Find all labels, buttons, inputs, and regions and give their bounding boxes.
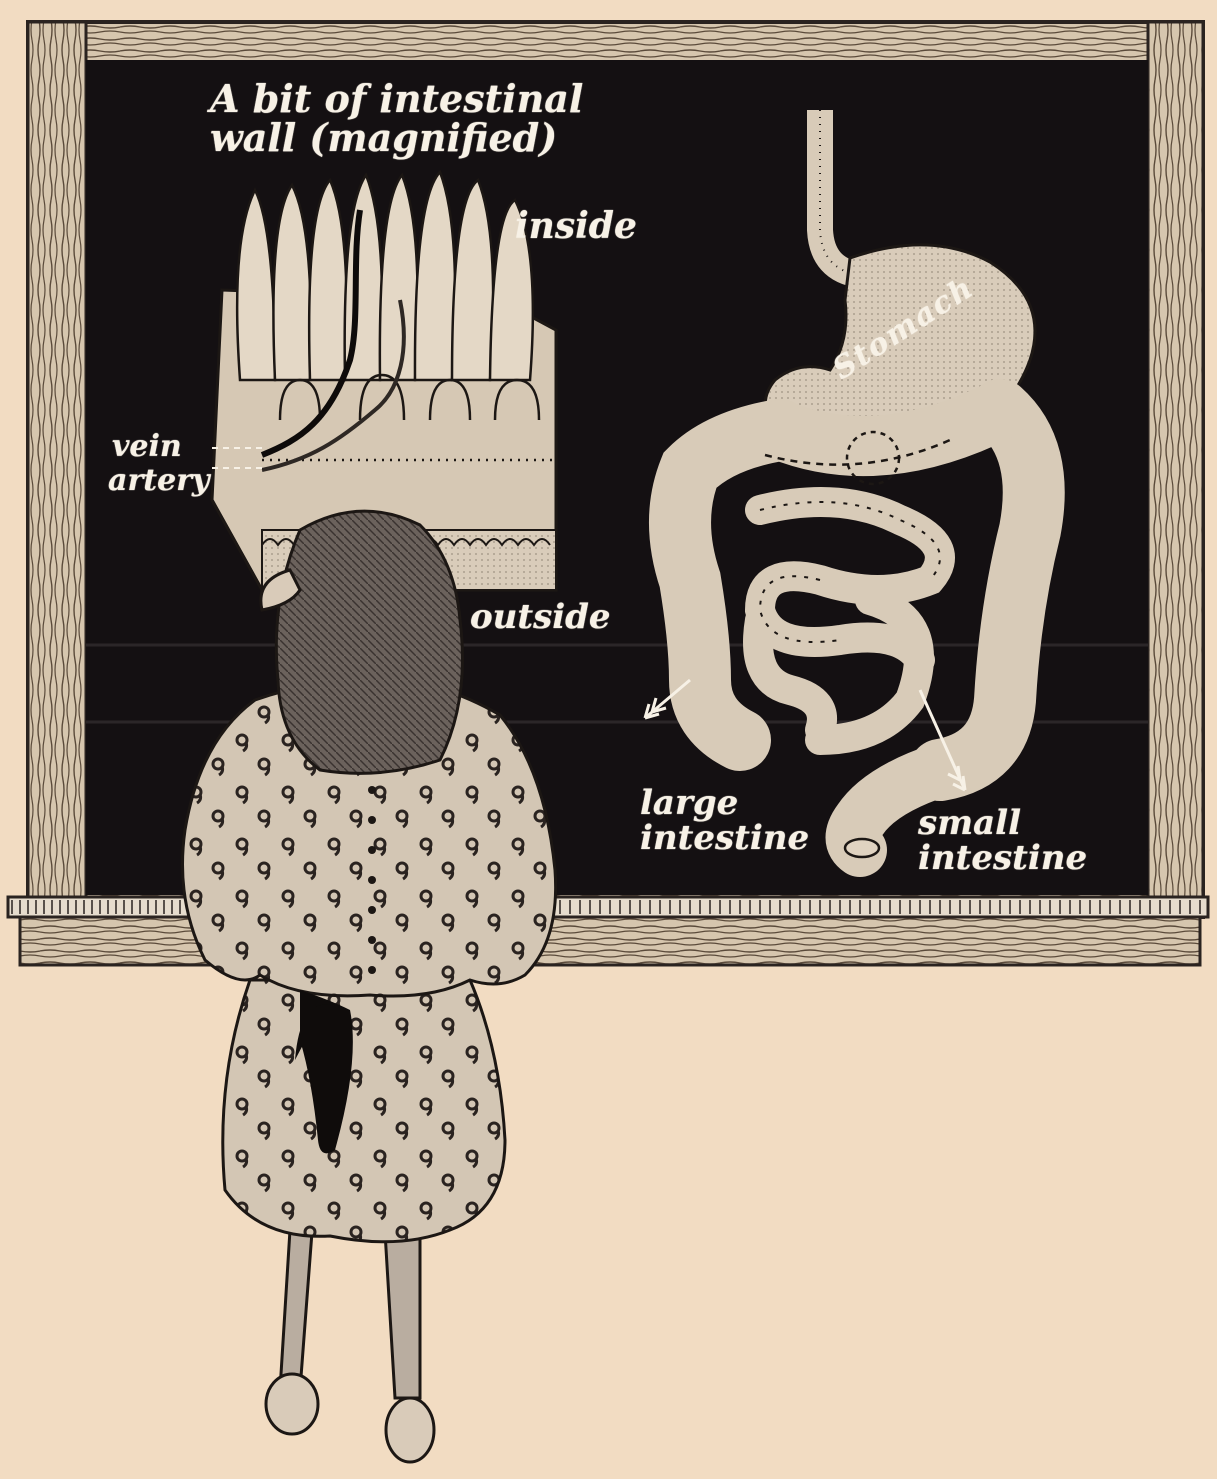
label-small-intestine: small intestine xyxy=(918,806,1087,875)
label-artery: artery xyxy=(108,466,209,497)
label-vein: vein xyxy=(112,432,182,463)
label-inside: inside xyxy=(515,208,637,245)
label-outside: outside xyxy=(470,600,611,635)
title-line-2: wall (magnified) xyxy=(210,119,630,158)
title-line-1: A bit of intestinal xyxy=(210,80,630,119)
label-small-line-2: intestine xyxy=(918,841,1087,876)
diagram-title: A bit of intestinal wall (magnified) xyxy=(210,80,630,158)
label-large-line-2: intestine xyxy=(640,821,809,856)
label-small-line-1: small xyxy=(918,806,1087,841)
label-large-intestine: large intestine xyxy=(640,786,809,855)
label-large-line-1: large xyxy=(640,786,809,821)
